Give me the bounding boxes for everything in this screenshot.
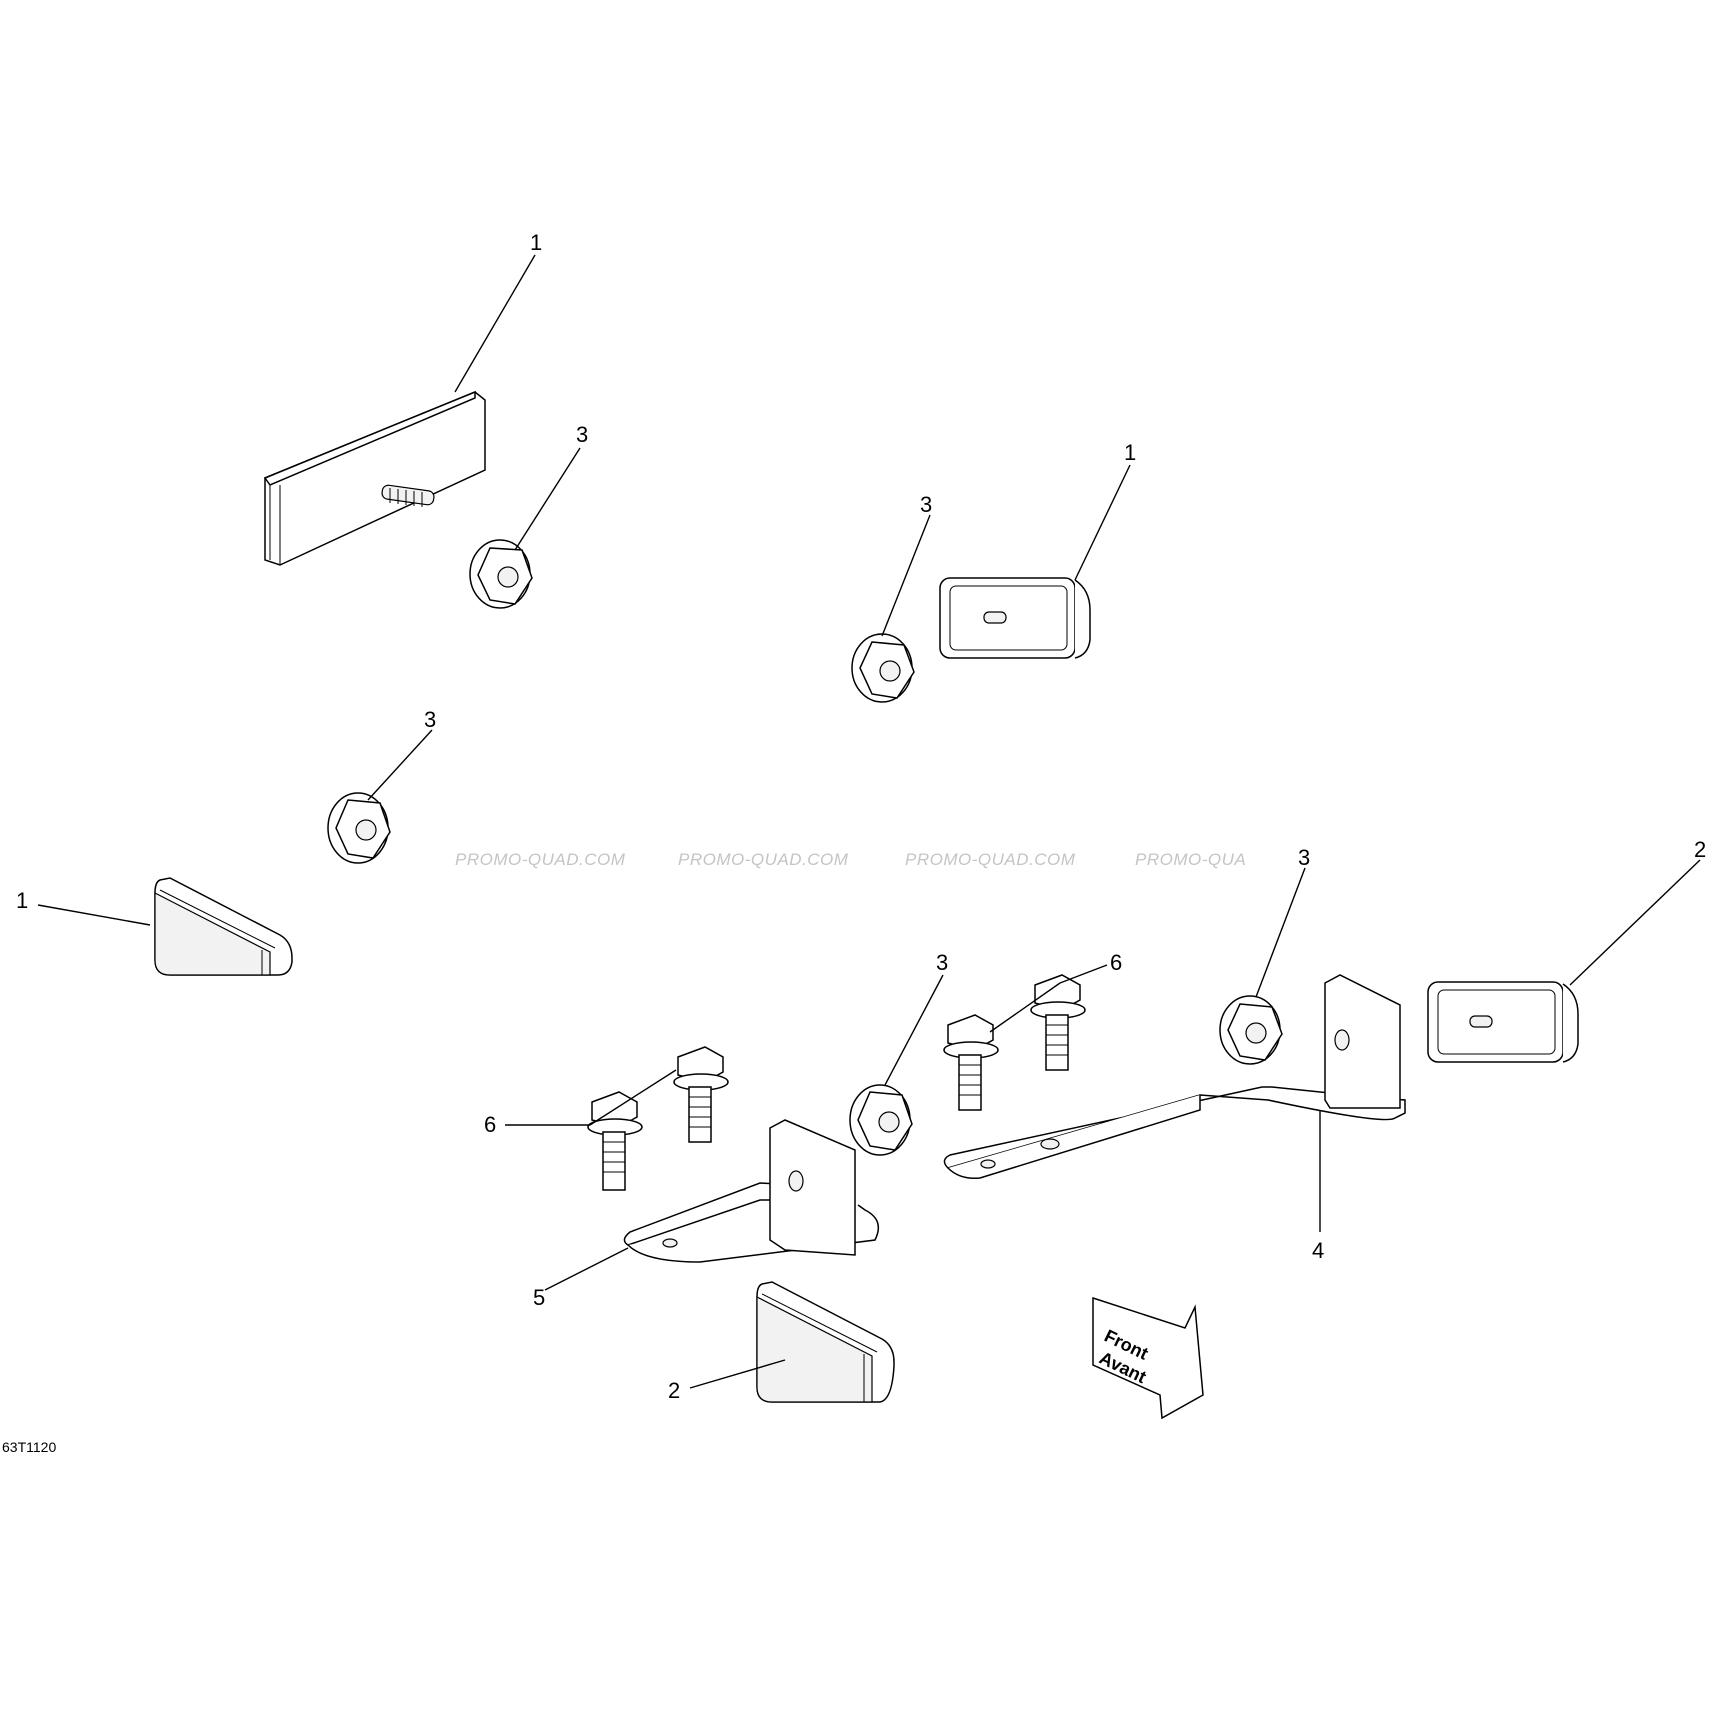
- flange-nut-part: [1219, 995, 1283, 1065]
- flange-nut-part: [327, 792, 391, 864]
- flange-nut-part: [849, 1084, 913, 1156]
- watermark: PROMO-QUAD.COM PROMO-QUAD.COM PROMO-QUAD…: [455, 850, 1246, 869]
- bolt-part: [673, 1046, 729, 1143]
- bracket-long-part: [943, 974, 1406, 1180]
- diagram-reference-code: 63T1120: [2, 1439, 56, 1455]
- flange-nut-part: [469, 539, 533, 609]
- callout-label: 3: [424, 707, 436, 732]
- callout-label: 1: [530, 230, 542, 255]
- callout-label: 6: [1110, 950, 1122, 975]
- callout-label: 6: [484, 1112, 496, 1137]
- callout-label: 3: [576, 422, 588, 447]
- reflector-part: [154, 877, 293, 976]
- watermark-text: PROMO-QUA: [1135, 850, 1246, 869]
- reflector-plate-part: [263, 390, 486, 566]
- bolt-part: [943, 1014, 999, 1111]
- callout-label: 2: [668, 1378, 680, 1403]
- watermark-text: PROMO-QUAD.COM: [455, 850, 626, 869]
- leader-lines: [37, 254, 1701, 1389]
- callout-label: 3: [920, 492, 932, 517]
- bolt-part: [1030, 974, 1086, 1071]
- callout-label: 2: [1694, 837, 1706, 862]
- callout-label: 1: [16, 888, 28, 913]
- reflector-rect-part: [939, 577, 1091, 659]
- watermark-text: PROMO-QUAD.COM: [678, 850, 849, 869]
- reflector-part: [756, 1281, 895, 1403]
- callout-labels: 1 3 1 3 3 1 2 3 3 6 6 4 5 2: [16, 230, 1706, 1403]
- front-direction-arrow: Front Avant: [1092, 1296, 1204, 1420]
- bracket-short-part: [623, 1119, 880, 1263]
- callout-label: 5: [533, 1285, 545, 1310]
- callout-label: 1: [1124, 440, 1136, 465]
- callout-label: 3: [1298, 845, 1310, 870]
- callout-label: 3: [936, 950, 948, 975]
- bolt-part: [587, 1091, 643, 1191]
- flange-nut-part: [851, 633, 915, 703]
- watermark-text: PROMO-QUAD.COM: [905, 850, 1076, 869]
- callout-label: 4: [1312, 1238, 1324, 1263]
- reflector-rect-part: [1427, 981, 1579, 1063]
